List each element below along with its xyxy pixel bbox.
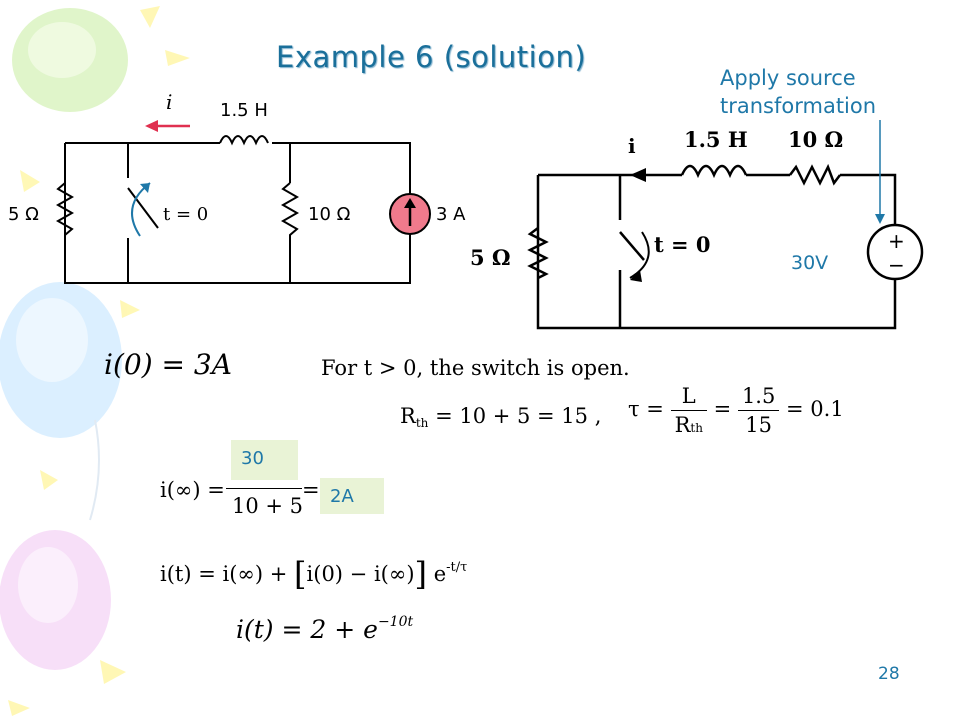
tau-den-sub: th — [690, 421, 703, 435]
r-switch-blade — [619, 231, 645, 261]
yellow-ray — [8, 700, 30, 716]
final-response-equation: i(t) = 2 + e−10t — [236, 614, 413, 644]
switch-blade — [127, 187, 159, 229]
general-response-exp-base: e — [433, 562, 447, 586]
final-current-lhs: i(∞) = — [160, 478, 225, 502]
left-10ohm-label: 10 Ω — [308, 204, 351, 225]
rth-subscript: th — [415, 416, 429, 430]
source-transformation-note: Apply source transformation — [720, 64, 876, 120]
tau-equation: τ = L Rth = 1.5 15 = 0.1 — [628, 384, 844, 437]
tau-numerator-value: 1.5 — [737, 384, 780, 411]
resistor-10-zigzag — [280, 182, 300, 248]
resistor-5-zigzag — [55, 182, 75, 236]
tau-denominator-value: 15 — [745, 413, 772, 437]
final-current-fraction-bar — [226, 488, 302, 489]
r-switch-arc — [629, 231, 650, 279]
tau-fraction-2: 1.5 15 — [737, 384, 780, 437]
r-minus-sign: − — [888, 253, 905, 277]
yellow-ray — [140, 6, 160, 28]
general-response-lhs: i(t) = i(∞) + — [160, 562, 288, 586]
r-switch-label: t = 0 — [654, 232, 711, 257]
blue-balloon-highlight — [16, 298, 88, 382]
tau-numerator: L — [670, 384, 707, 411]
yellow-ray — [20, 170, 40, 192]
left-inductor-label: 1.5 H — [220, 100, 268, 121]
pink-balloon-highlight — [18, 547, 78, 623]
r-5ohm-label: 5 Ω — [470, 245, 511, 270]
r-switch-arc-head — [630, 270, 642, 282]
yellow-ray — [100, 660, 126, 684]
left-current-label: i — [166, 90, 172, 114]
outer-wire — [64, 143, 411, 284]
top-wire-right — [272, 142, 411, 200]
initial-current-lhs: i(0) = 3 — [104, 348, 212, 381]
right-bracket: ] — [414, 555, 428, 593]
annotation-arrow-head — [875, 214, 885, 224]
balloon-string — [89, 419, 100, 521]
original-circuit-diagram: i 1.5 H 5 Ω t = 0 10 Ω 3 A — [8, 90, 466, 284]
note-line-1: Apply source — [720, 66, 856, 90]
r-inductor-label: 1.5 H — [684, 127, 748, 152]
r-resistor-10-zigzag — [789, 163, 841, 186]
switch-arc-head — [140, 183, 150, 193]
yellow-ray — [40, 470, 58, 490]
green-balloon-highlight — [28, 22, 96, 78]
yellow-ray — [120, 300, 140, 318]
general-response-exponent: -t/τ — [446, 560, 468, 575]
tau-symbol: τ = — [628, 397, 664, 421]
r-top-wire-right — [840, 173, 897, 225]
r-voltage-source-circle — [866, 223, 924, 281]
final-current-denominator: 10 + 5 — [232, 494, 304, 518]
switch-open-text: For t > 0, the switch is open. — [321, 356, 630, 380]
note-line-2: transformation — [720, 94, 877, 118]
r-resistor-5-zigzag — [527, 227, 549, 280]
tau-denominator: Rth — [671, 411, 707, 437]
r-inductor-coil — [680, 164, 748, 179]
tau-fraction-1: L Rth — [670, 384, 707, 437]
r-current-label: i — [628, 134, 636, 158]
rth-equation: Rth = 10 + 5 = 15 , — [400, 404, 601, 430]
tau-result: = 0.1 — [786, 397, 844, 421]
general-response-equation: i(t) = i(∞) + [i(0) − i(∞)] e-t/τ — [160, 555, 467, 593]
rth-symbol: R — [400, 404, 416, 428]
left-5ohm-label: 5 Ω — [8, 204, 39, 225]
final-response-exponent: −10t — [377, 614, 414, 630]
left-bracket: [ — [294, 555, 307, 593]
left-source-label: 3 A — [436, 204, 466, 225]
initial-current-equation: i(0) = 3A — [104, 348, 232, 381]
page-number: 28 — [878, 664, 900, 684]
left-switch-label: t = 0 — [163, 204, 208, 225]
transformed-circuit-diagram: i 1.5 H 10 Ω 5 Ω t = 0 + − — [470, 120, 924, 330]
r-plus-sign: + — [888, 229, 905, 253]
final-response-lhs: i(t) = 2 + e — [236, 615, 378, 644]
yellow-ray — [165, 50, 190, 66]
r-resistor-label: 10 Ω — [788, 127, 843, 152]
highlight-numerator-30: 30 — [231, 440, 298, 480]
slide-title: Example 6 (solution) — [276, 40, 587, 74]
inductor-coil — [219, 135, 269, 146]
initial-current-unit: A — [211, 348, 232, 381]
general-response-bracket-content: i(0) − i(∞) — [306, 562, 415, 586]
r-outer-wire — [536, 175, 897, 330]
tau-equals: = — [713, 397, 732, 421]
voltage-source-label: 30V — [791, 252, 829, 274]
rth-rhs: = 10 + 5 = 15 , — [435, 404, 602, 428]
current-source-arrowhead — [404, 198, 416, 208]
tau-den-r: R — [674, 413, 691, 437]
highlight-result-2a: 2A — [320, 478, 384, 514]
final-current-equals: = — [302, 478, 320, 502]
current-arrow-head — [145, 120, 158, 132]
r-current-arrow — [630, 168, 646, 182]
